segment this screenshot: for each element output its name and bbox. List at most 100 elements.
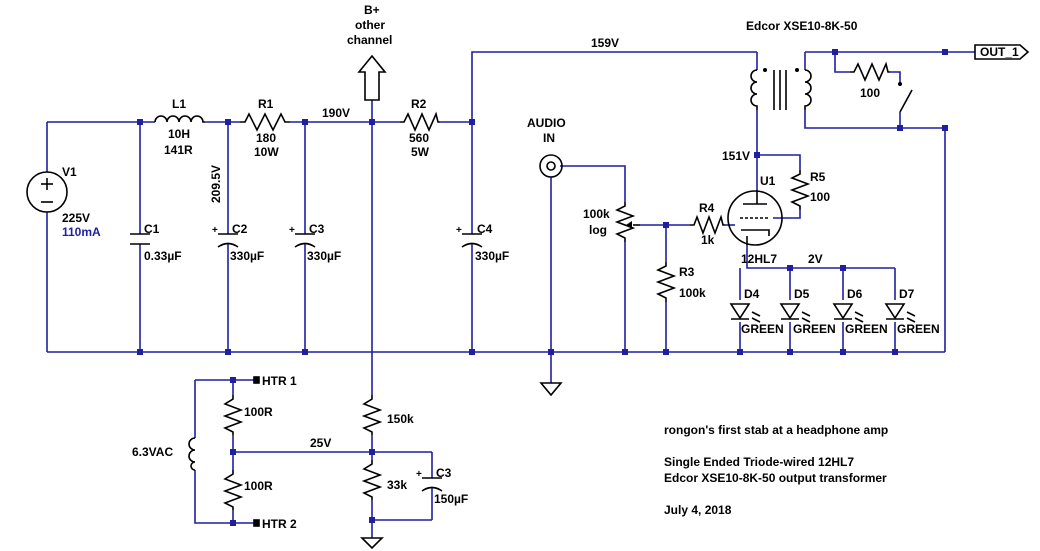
c4-capacitor: + xyxy=(456,225,483,248)
v1-current: 110mA xyxy=(62,225,101,239)
junctions xyxy=(137,49,948,526)
pot-taper: log xyxy=(589,223,607,237)
r2-value: 560 xyxy=(409,131,429,145)
c3-name: C3 xyxy=(309,222,325,236)
output-resistor-value: 100 xyxy=(860,86,880,100)
c3-capacitor: + xyxy=(289,225,316,248)
u1-name: U1 xyxy=(760,174,776,188)
note-line-1: rongon's first stab at a headphone amp xyxy=(664,423,888,437)
c1-value: 0.33µF xyxy=(144,249,182,263)
svg-text:+: + xyxy=(456,225,462,236)
bias-cap-value: 150µF xyxy=(434,492,468,506)
r3-name: R3 xyxy=(679,265,695,279)
note-line-3: Edcor XSE10-8K-50 output transformer xyxy=(664,471,887,485)
r1-resistor xyxy=(240,112,290,132)
d5-name: D5 xyxy=(794,287,810,301)
htr2-label: HTR 2 xyxy=(262,517,297,531)
svg-text:+: + xyxy=(289,225,295,236)
wires xyxy=(46,51,975,538)
r1-name: R1 xyxy=(258,97,274,111)
voltage-2: 2V xyxy=(808,252,823,266)
ground-symbol xyxy=(539,382,563,397)
pot-value: 100k xyxy=(583,207,610,221)
r2-name: R2 xyxy=(411,97,427,111)
bias-r-33k-value: 33k xyxy=(387,478,407,492)
note-line-4: July 4, 2018 xyxy=(664,503,732,517)
out-port xyxy=(974,44,1030,60)
out-label: OUT_1 xyxy=(980,45,1019,59)
bias-cap-name: C3 xyxy=(436,466,452,480)
d6-type: GREEN xyxy=(845,322,888,336)
c2-value: 330µF xyxy=(230,249,264,263)
r4-value: 1k xyxy=(701,233,715,247)
bplus-label-2: other xyxy=(355,18,385,32)
c4-value: 330µF xyxy=(475,249,509,263)
led-d4 xyxy=(729,303,761,323)
c4-name: C4 xyxy=(477,222,493,236)
heater-r-bottom-value: 100R xyxy=(244,479,273,493)
v1-name: V1 xyxy=(62,165,77,179)
r4-resistor xyxy=(690,214,725,236)
bias-capacitor: + xyxy=(416,469,443,492)
l1-name: L1 xyxy=(172,97,186,111)
r3-resistor xyxy=(655,262,677,302)
htr1-label: HTR 1 xyxy=(262,374,297,388)
led-d7 xyxy=(884,303,916,323)
output-resistor xyxy=(850,61,890,82)
htr2-port xyxy=(253,519,260,527)
volume-potentiometer xyxy=(614,202,640,242)
v1-voltage-source xyxy=(26,171,68,213)
heater-source-label: 6.3VAC xyxy=(132,445,173,459)
r2-resistor xyxy=(400,111,440,132)
bias-r-33k xyxy=(361,460,383,500)
l1-inductor xyxy=(154,115,205,123)
ground-symbol-heater xyxy=(360,537,384,550)
r5-name: R5 xyxy=(810,170,826,184)
v1-value: 225V xyxy=(62,211,90,225)
voltage-190: 190V xyxy=(322,106,350,120)
htr1-port xyxy=(253,376,260,384)
heater-r-top-value: 100R xyxy=(244,405,273,419)
d4-type: GREEN xyxy=(741,322,784,336)
led-d6 xyxy=(832,303,864,323)
led-d5 xyxy=(779,303,811,323)
r5-resistor xyxy=(789,170,811,210)
audio-in-label-1: AUDIO xyxy=(527,116,566,130)
transformer-name: Edcor XSE10-8K-50 xyxy=(746,19,858,33)
d5-type: GREEN xyxy=(793,322,836,336)
audio-input-jack xyxy=(539,154,563,178)
d7-type: GREEN xyxy=(897,322,940,336)
c2-name: C2 xyxy=(232,222,248,236)
output-switch xyxy=(898,82,913,113)
c1-name: C1 xyxy=(144,222,160,236)
u1-tube: 12HL7 xyxy=(741,252,777,266)
c3-value: 330µF xyxy=(307,249,341,263)
voltage-151: 151V xyxy=(722,149,750,163)
output-transformer xyxy=(750,68,812,110)
r4-name: R4 xyxy=(699,201,715,215)
d6-name: D6 xyxy=(847,287,863,301)
r3-value: 100k xyxy=(679,286,706,300)
bias-r-150k-value: 150k xyxy=(387,412,414,426)
bias-r-150k xyxy=(361,395,383,435)
r1-value: 180 xyxy=(256,131,276,145)
note-line-2: Single Ended Triode-wired 12HL7 xyxy=(664,455,854,469)
bplus-label-1: B+ xyxy=(364,3,380,17)
voltage-25: 25V xyxy=(310,436,331,450)
bplus-label-3: channel xyxy=(347,33,392,47)
l1-resistance: 141R xyxy=(164,143,193,157)
bplus-port-arrow xyxy=(357,54,387,101)
voltage-159: 159V xyxy=(591,36,619,50)
svg-text:+: + xyxy=(416,469,422,480)
r2-power: 5W xyxy=(411,145,430,159)
d4-name: D4 xyxy=(744,287,760,301)
c2-capacitor: + xyxy=(212,225,239,248)
u1-triode-tube xyxy=(727,190,783,246)
d7-name: D7 xyxy=(899,287,915,301)
heater-r-top xyxy=(222,395,244,435)
r5-value: 100 xyxy=(810,190,830,204)
heater-transformer-coil xyxy=(188,437,196,471)
l1-value: 10H xyxy=(168,127,190,141)
heater-r-bottom xyxy=(222,470,244,510)
voltage-209: 209.5V xyxy=(209,165,223,203)
